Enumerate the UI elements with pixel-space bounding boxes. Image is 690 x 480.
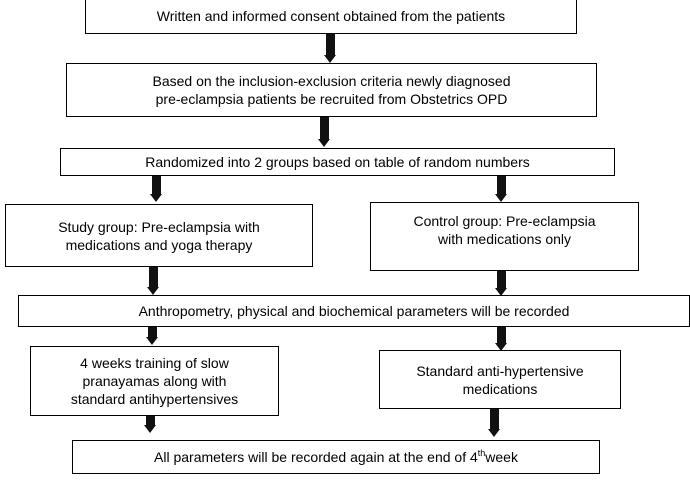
training-text-line3: standard antihypertensives bbox=[70, 391, 239, 407]
study-group-box: Study group: Pre-eclampsia with medicati… bbox=[5, 204, 313, 267]
final-text-main: All parameters will be recorded again at… bbox=[154, 449, 478, 465]
standard-medication-text-line2: medications bbox=[462, 380, 538, 397]
standard-medication-text-line1: Standard anti-hypertensive bbox=[416, 362, 584, 379]
final-text-end: week bbox=[485, 449, 518, 465]
consent-text: Written and informed consent obtained fr… bbox=[156, 8, 506, 24]
consent-box: Written and informed consent obtained fr… bbox=[85, 0, 577, 34]
final-text-superscript: th bbox=[477, 448, 486, 458]
final-text: All parameters will be recorded again at… bbox=[154, 448, 518, 466]
study-group-text-line2: medications and yoga therapy bbox=[65, 236, 253, 253]
parameters-box: Anthropometry, physical and biochemical … bbox=[18, 295, 690, 327]
final-box: All parameters will be recorded again at… bbox=[72, 440, 600, 474]
control-group-box: Control group: Pre-eclampsia with medica… bbox=[370, 202, 639, 271]
recruitment-text-line1: Based on the inclusion-exclusion criteri… bbox=[152, 73, 511, 89]
training-text-line2: pranayamas along with bbox=[82, 373, 227, 389]
control-group-text-line1: Control group: Pre-eclampsia bbox=[413, 213, 596, 229]
randomization-text: Randomized into 2 groups based on table … bbox=[145, 154, 530, 170]
control-group-text-line2: with medications only bbox=[437, 231, 572, 247]
recruitment-box: Based on the inclusion-exclusion criteri… bbox=[66, 63, 597, 117]
training-box: 4 weeks training of slow pranayamas alon… bbox=[30, 346, 279, 416]
parameters-text: Anthropometry, physical and biochemical … bbox=[138, 303, 570, 319]
randomization-box: Randomized into 2 groups based on table … bbox=[60, 148, 615, 176]
training-text-line1: 4 weeks training of slow bbox=[80, 355, 229, 371]
recruitment-text-line2: pre-eclampsia patients be recruited from… bbox=[155, 91, 508, 107]
study-group-text-line1: Study group: Pre-eclampsia with bbox=[58, 218, 260, 235]
standard-medication-box: Standard anti-hypertensive medications bbox=[379, 350, 621, 409]
